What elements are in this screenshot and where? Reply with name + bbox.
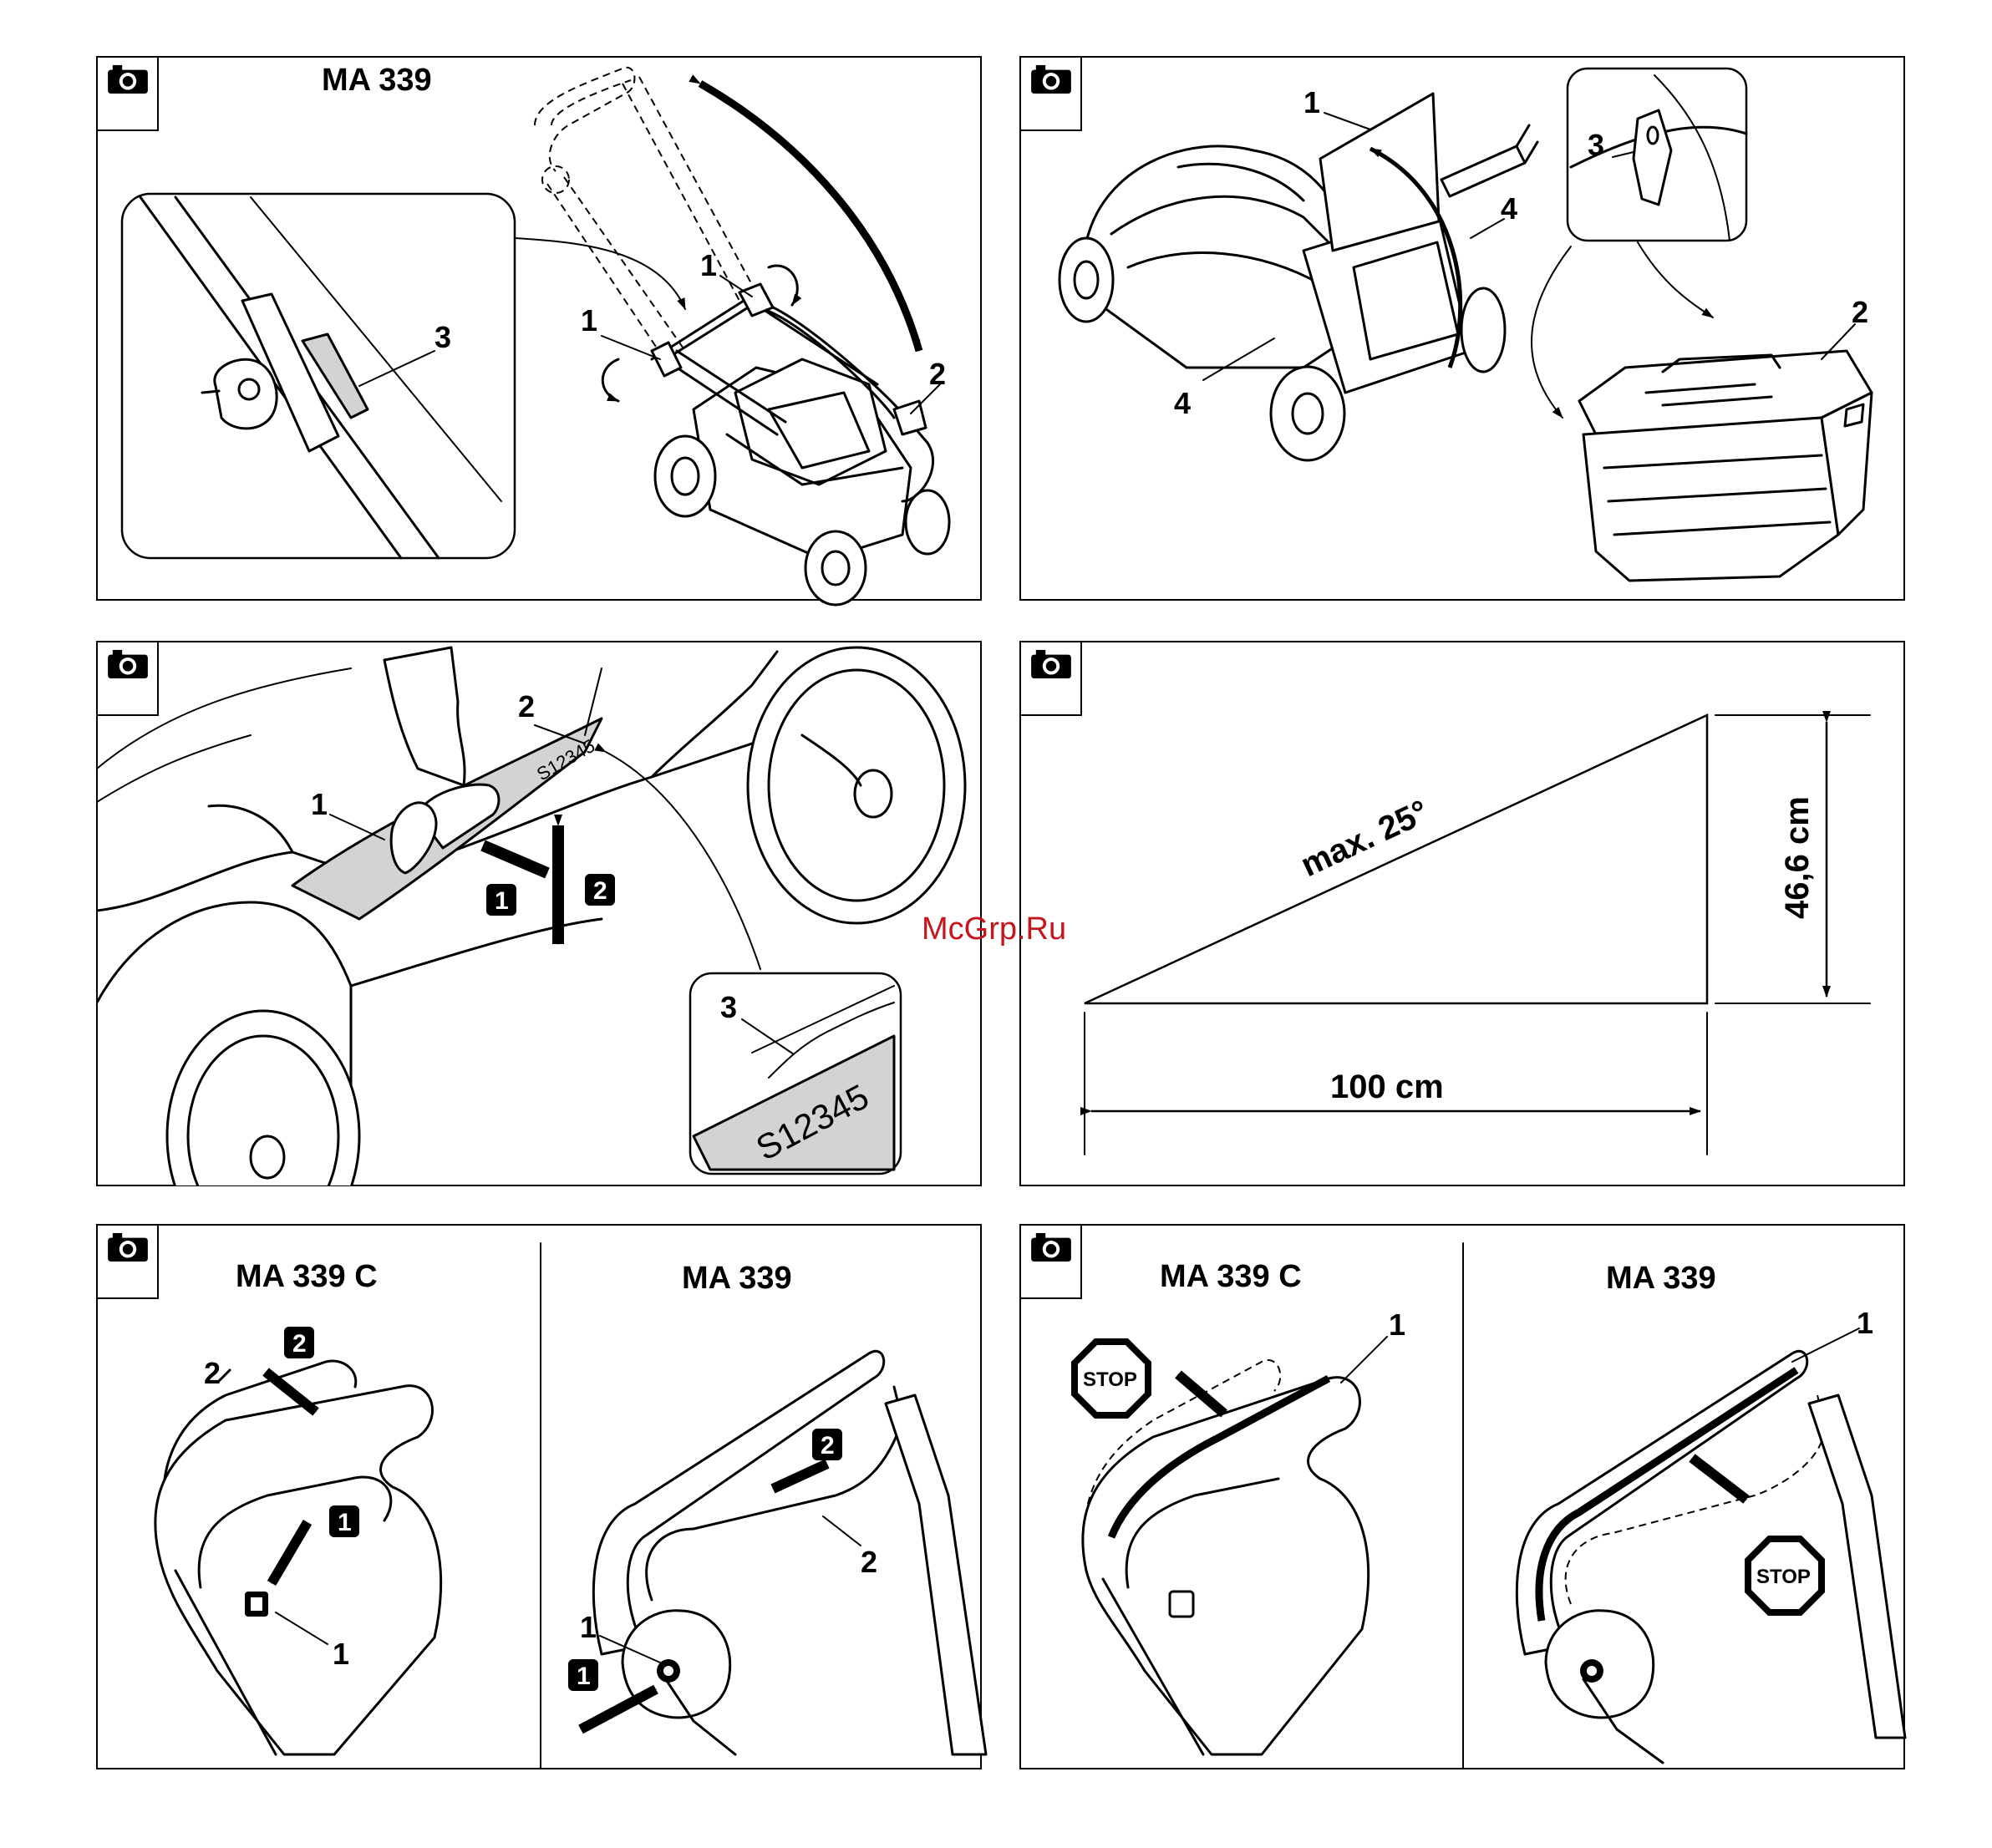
svg-text:2: 2 (593, 877, 607, 905)
panel-title: MA 339 (322, 63, 432, 98)
callout-1b: 1 (700, 248, 717, 282)
callout-2b: 2 (861, 1545, 877, 1579)
svg-text:1: 1 (577, 1663, 591, 1690)
subtitle-ma339: MA 339 (682, 1261, 792, 1296)
svg-text:1: 1 (495, 887, 509, 915)
callout-1a: 1 (333, 1637, 349, 1671)
step-badge-1b: 1 (568, 1659, 598, 1691)
callout-4a: 4 (1501, 191, 1517, 226)
callout-1: 1 (311, 787, 328, 821)
panel-start-switch: MA 339 C MA 339 2 2 1 1 (97, 1225, 986, 1769)
subtitle-ma339c: MA 339 C (1160, 1259, 1302, 1294)
step-badge-1a: 1 (329, 1505, 359, 1537)
step-badge-2a: 2 (284, 1327, 314, 1358)
length-label: 100 cm (1330, 1069, 1444, 1105)
height-label: 46,6 cm (1779, 796, 1816, 919)
step-badge-2b: 2 (812, 1429, 842, 1460)
callout-2: 2 (929, 357, 946, 391)
svg-text:1: 1 (338, 1509, 352, 1536)
panel-handle-fold: MA 339 3 (97, 57, 981, 605)
callout-2a: 2 (204, 1356, 221, 1390)
step-badge-1: 1 (486, 884, 516, 916)
panel-slope-limit: max. 25° 46,6 cm 100 cm (1020, 642, 1904, 1185)
inset-hook-detail: 3 (1568, 69, 1746, 241)
subtitle-ma339c: MA 339 C (236, 1259, 378, 1294)
inset-scale-detail: S12345 3 (690, 973, 901, 1174)
callout-1b: 1 (1857, 1306, 1873, 1340)
inset-knob-detail: 3 (122, 194, 515, 558)
stop-sign-icon: STOP (1071, 1338, 1151, 1419)
watermark: McGrp.Ru (922, 911, 1066, 947)
svg-text:STOP: STOP (1083, 1368, 1137, 1391)
svg-text:2: 2 (821, 1432, 835, 1460)
callout-4b: 4 (1174, 386, 1191, 420)
svg-text:STOP: STOP (1756, 1566, 1811, 1588)
callout-3: 3 (434, 320, 451, 354)
callout-1b: 1 (580, 1610, 597, 1644)
callout-1a: 1 (581, 303, 597, 338)
callout-3: 3 (1588, 128, 1604, 162)
svg-text:2: 2 (292, 1330, 307, 1358)
subtitle-ma339: MA 339 (1606, 1261, 1716, 1296)
stop-sign-icon: STOP (1745, 1536, 1825, 1616)
panel-height-adjust: S12345 2 1 1 2 S12345 3 (97, 642, 981, 1262)
callout-2: 2 (1852, 295, 1868, 329)
callout-2: 2 (518, 689, 535, 723)
callout-1: 1 (1303, 85, 1320, 119)
panel-grass-box: 1 4 4 3 2 (1020, 57, 1904, 600)
panel-stop: MA 339 C MA 339 1 STOP (1020, 1225, 1905, 1769)
callout-1a: 1 (1389, 1307, 1405, 1342)
callout-3: 3 (720, 990, 737, 1024)
step-badge-2: 2 (585, 874, 615, 906)
